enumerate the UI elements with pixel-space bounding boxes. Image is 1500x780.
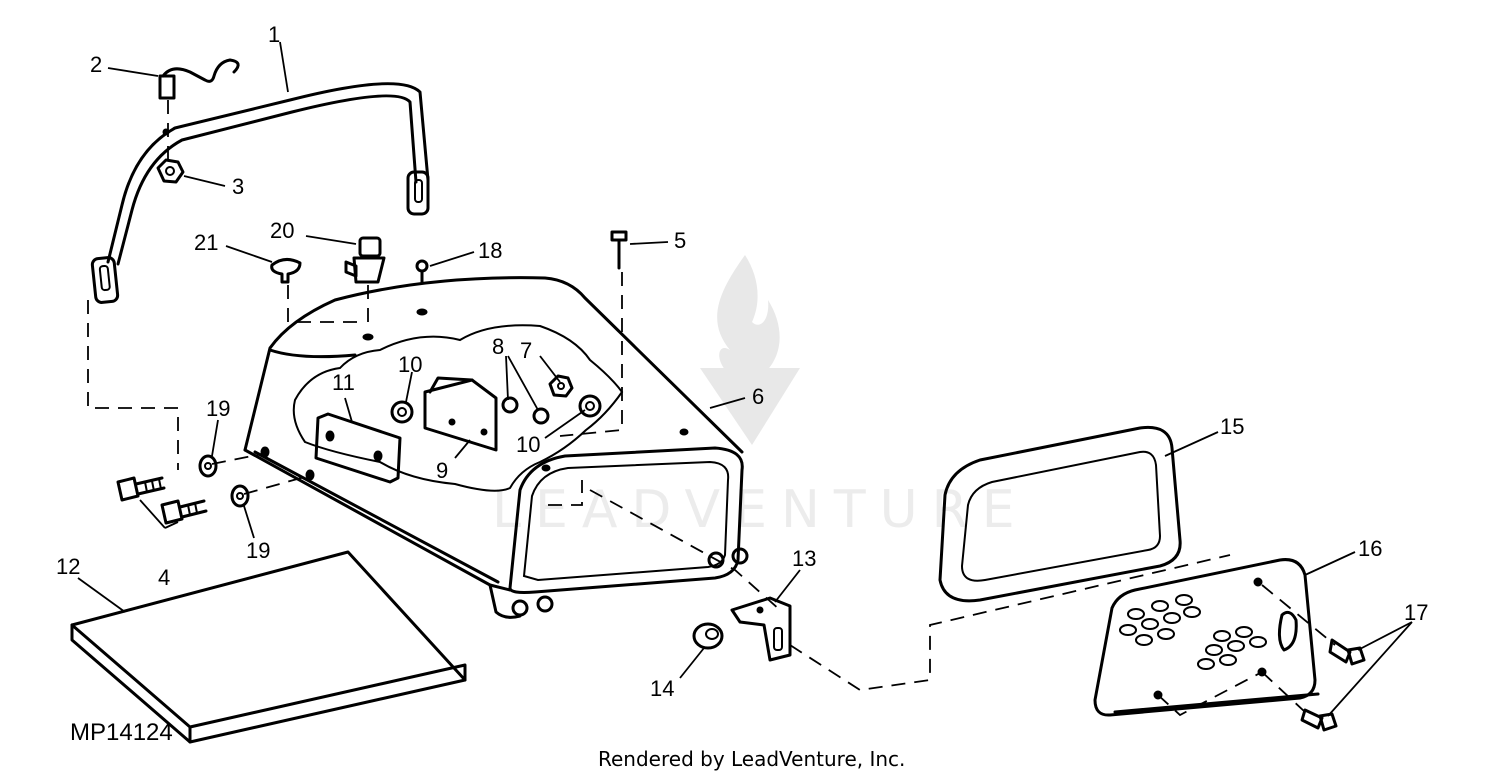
callout-10-top: 10 xyxy=(398,352,422,377)
callout-5: 5 xyxy=(674,228,686,253)
callout-19-top: 19 xyxy=(206,396,230,421)
callout-20: 20 xyxy=(270,218,294,243)
part-19-washers xyxy=(198,454,250,508)
callout-15: 15 xyxy=(1220,414,1244,439)
callout-13: 13 xyxy=(792,546,816,571)
callout-19-bottom: 19 xyxy=(246,538,270,563)
part-9-bracket xyxy=(423,376,498,452)
part-4-bolts xyxy=(116,476,208,525)
callout-10-bottom: 10 xyxy=(516,432,540,457)
footer-credit: Rendered by LeadVenture, Inc. xyxy=(598,747,905,771)
callout-8: 8 xyxy=(492,334,504,359)
callout-12: 12 xyxy=(56,554,80,579)
part-6-hood xyxy=(243,276,749,619)
callout-14: 14 xyxy=(650,676,674,701)
part-13-14-bracket-spacer xyxy=(692,596,792,662)
callouts: 1 2 3 4 5 6 7 8 9 10 10 11 12 13 14 15 1… xyxy=(56,22,1428,701)
callout-21: 21 xyxy=(194,230,218,255)
callout-7: 7 xyxy=(520,338,532,363)
figure-id: MP14124 xyxy=(70,719,173,746)
callout-1: 1 xyxy=(268,22,280,47)
callout-11: 11 xyxy=(332,370,355,395)
hardware-10-7-8 xyxy=(390,374,602,425)
watermark-flame-icon xyxy=(717,255,780,385)
callout-6: 6 xyxy=(752,384,764,409)
callout-3: 3 xyxy=(232,174,244,199)
part-11-plate xyxy=(314,412,402,484)
part-12-pad xyxy=(70,550,467,744)
callout-16: 16 xyxy=(1358,536,1382,561)
watermark: LEADVENTURE xyxy=(492,255,1029,540)
callout-9: 9 xyxy=(436,458,448,483)
callout-17: 17 xyxy=(1404,600,1428,625)
watermark-text: LEADVENTURE xyxy=(492,480,1029,540)
part-16-panel xyxy=(1093,558,1320,717)
assembly-lines xyxy=(87,100,1336,717)
callout-4: 4 xyxy=(158,565,170,590)
callout-18: 18 xyxy=(478,238,502,263)
part-1-handle xyxy=(90,82,430,304)
part-3-nut xyxy=(156,158,185,184)
part-2-hook-bolt xyxy=(158,58,240,100)
leader-lines xyxy=(77,41,1413,717)
small-parts-top xyxy=(270,230,628,284)
callout-2: 2 xyxy=(90,52,102,77)
part-15-bezel xyxy=(938,425,1182,603)
watermark-v-icon xyxy=(700,368,800,445)
